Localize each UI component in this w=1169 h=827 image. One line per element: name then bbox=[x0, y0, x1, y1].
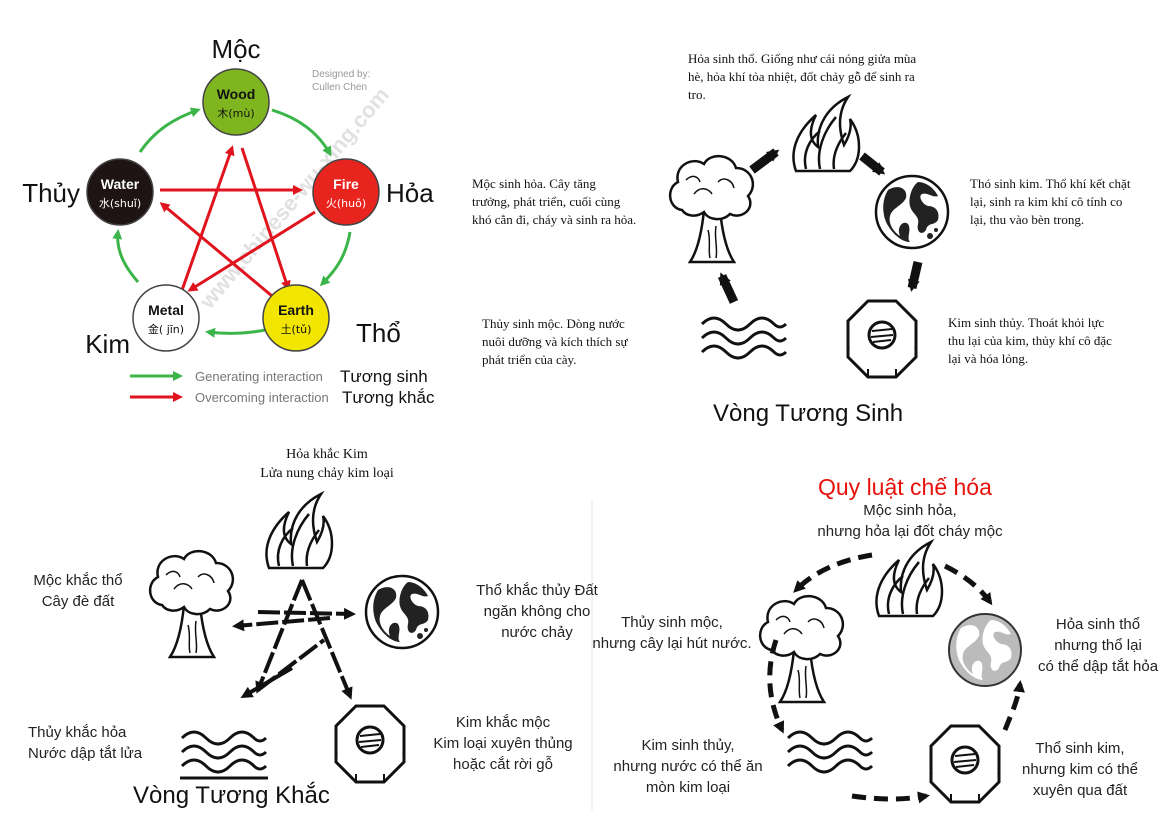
generating-cycle-title: Vòng Tương Sinh bbox=[713, 400, 904, 427]
tree-icon bbox=[668, 154, 755, 264]
legend-generating-viet: Tương sinh bbox=[340, 367, 428, 386]
text-water-overcomes-fire: Thủy khắc hỏa Nước dập tắt lửa bbox=[28, 724, 143, 762]
text-metal-overcomes-wood: Kim khắc mộc Kim loại xuyên thủng hoặc c… bbox=[433, 714, 573, 773]
panel2-diagram bbox=[668, 95, 950, 379]
element-viet-name-wood: Mộc bbox=[211, 34, 260, 64]
arrow-earth-to-fire bbox=[943, 563, 993, 606]
element-viet-name-metal: Kim bbox=[85, 329, 130, 359]
overcoming-arrow-fire-metal bbox=[187, 210, 316, 292]
globe-icon bbox=[948, 613, 1022, 687]
overcoming-arrow-metal-wood bbox=[300, 579, 353, 700]
tree-icon bbox=[148, 549, 235, 659]
overcoming-arrow-wood-earth bbox=[240, 147, 291, 291]
text-earth-generates-metal: Thó sinh kim. Thổ khí kết chặt lại, sinh… bbox=[970, 176, 1131, 227]
generating-arrow-fire-earth bbox=[319, 231, 352, 287]
overcoming-cycle-title: Vòng Tương Khắc bbox=[133, 782, 330, 809]
designer-credit: Designed by: Cullen Chen bbox=[312, 69, 371, 93]
arrow-metal-to-earth bbox=[1002, 680, 1025, 731]
overcoming-arrow-fire-metal bbox=[255, 579, 304, 694]
generating-arrow-water-wood bbox=[717, 272, 739, 304]
text-fire-earth-regulation: Hỏa sinh thổ nhưng thổ lại có thể dập tắ… bbox=[1037, 616, 1159, 675]
text-water-generates-wood: Thủy sinh mộc. Dòng nước nuôi dưỡng và k… bbox=[482, 316, 628, 367]
fire-icon bbox=[265, 492, 334, 570]
text-fire-generates-earth: Hỏa sinh thổ. Giống như cái nóng giửa mù… bbox=[688, 51, 917, 102]
element-viet-name-fire: Hỏa bbox=[386, 178, 434, 208]
element-chinese-water: 水(shuǐ) bbox=[99, 197, 141, 210]
text-metal-generates-water: Kim sinh thủy. Thoát khỏi lực thu lại củ… bbox=[948, 315, 1112, 366]
element-name-metal: Metal bbox=[148, 302, 184, 318]
generating-arrow-earth-metal bbox=[205, 327, 266, 338]
generating-arrow-wood-fire bbox=[749, 148, 780, 174]
text-earth-metal-regulation: Thổ sinh kim, nhưng kim có thể xuyên qua… bbox=[1022, 740, 1138, 799]
panel3-diagram bbox=[148, 492, 440, 784]
arrow-water-to-metal bbox=[851, 791, 930, 804]
legend-overcoming-label: Overcoming interaction bbox=[195, 390, 329, 405]
text-earth-overcomes-water: Thổ khắc thủy Đất ngăn không cho nước ch… bbox=[476, 582, 598, 641]
text-wood-overcomes-earth: Mộc khắc thổ Cây đè đất bbox=[33, 572, 123, 610]
element-circle-earth bbox=[262, 284, 330, 352]
water-icon bbox=[700, 316, 788, 360]
element-circle-wood bbox=[202, 68, 270, 136]
overcoming-arrow-extra bbox=[240, 666, 294, 699]
element-chinese-wood: 木(mù) bbox=[217, 107, 254, 120]
element-viet-name-water: Thủy bbox=[22, 178, 80, 208]
element-circle-metal bbox=[132, 284, 200, 352]
nut-icon bbox=[929, 724, 1001, 804]
element-chinese-earth: 土(tǔ) bbox=[281, 323, 312, 336]
generating-arrow-earth-metal bbox=[907, 260, 923, 292]
panel1-diagram: www.chinese-wu-xing.com Wood木(mù)MộcFire… bbox=[22, 34, 435, 407]
text-fire-overcomes-metal: Hỏa khắc Kim Lửa nung chảy kim loại bbox=[260, 447, 394, 481]
water-icon bbox=[180, 730, 268, 780]
text-water-wood-regulation: Thủy sinh mộc, nhưng cây lại hút nước. bbox=[592, 614, 752, 652]
text-wood-generates-fire: Mộc sinh hỏa. Cây tăng trưởng, phát triể… bbox=[472, 176, 637, 227]
element-name-water: Water bbox=[101, 176, 140, 192]
fire-icon bbox=[792, 95, 861, 173]
arrow-wood-to-water bbox=[767, 639, 785, 734]
text-wood-fire-regulation: Mộc sinh hỏa, nhưng hỏa lại đốt cháy mộc bbox=[817, 502, 1003, 540]
arrow-fire-to-wood bbox=[793, 552, 873, 593]
text-metal-water-regulation: Kim sinh thủy, nhưng nước có thể ăn mòn … bbox=[613, 737, 763, 796]
panel4-diagram bbox=[758, 540, 1025, 804]
generating-arrow-water-wood bbox=[138, 107, 201, 153]
overcoming-arrow-earth-water bbox=[232, 616, 331, 632]
water-icon bbox=[786, 730, 874, 774]
element-chinese-fire: 火(huǒ) bbox=[326, 197, 366, 210]
overcoming-arrow-metal-wood bbox=[178, 145, 235, 297]
element-chinese-metal: 金( jīn) bbox=[148, 322, 184, 336]
element-name-earth: Earth bbox=[278, 302, 314, 318]
overcoming-arrow-wood-earth bbox=[257, 607, 356, 620]
legend-overcoming-viet: Tương khắc bbox=[342, 388, 435, 407]
legend-generating-label: Generating interaction bbox=[195, 369, 323, 384]
element-name-wood: Wood bbox=[217, 86, 256, 102]
globe-icon bbox=[874, 174, 950, 250]
nut-icon bbox=[334, 704, 406, 784]
generating-arrow-fire-earth bbox=[859, 152, 886, 176]
fire-icon bbox=[875, 540, 944, 618]
generating-arrow-metal-water bbox=[112, 229, 140, 283]
element-viet-name-earth: Thổ bbox=[356, 318, 401, 348]
nut-icon bbox=[846, 299, 918, 379]
element-circle-fire bbox=[312, 158, 380, 226]
element-circle-water bbox=[86, 158, 154, 226]
element-name-fire: Fire bbox=[333, 176, 359, 192]
overcoming-arrow-earth-water bbox=[159, 202, 273, 298]
globe-icon bbox=[364, 574, 440, 650]
generating-arrow-wood-fire bbox=[271, 108, 332, 157]
regulation-title: Quy luật chế hóa bbox=[818, 474, 992, 500]
